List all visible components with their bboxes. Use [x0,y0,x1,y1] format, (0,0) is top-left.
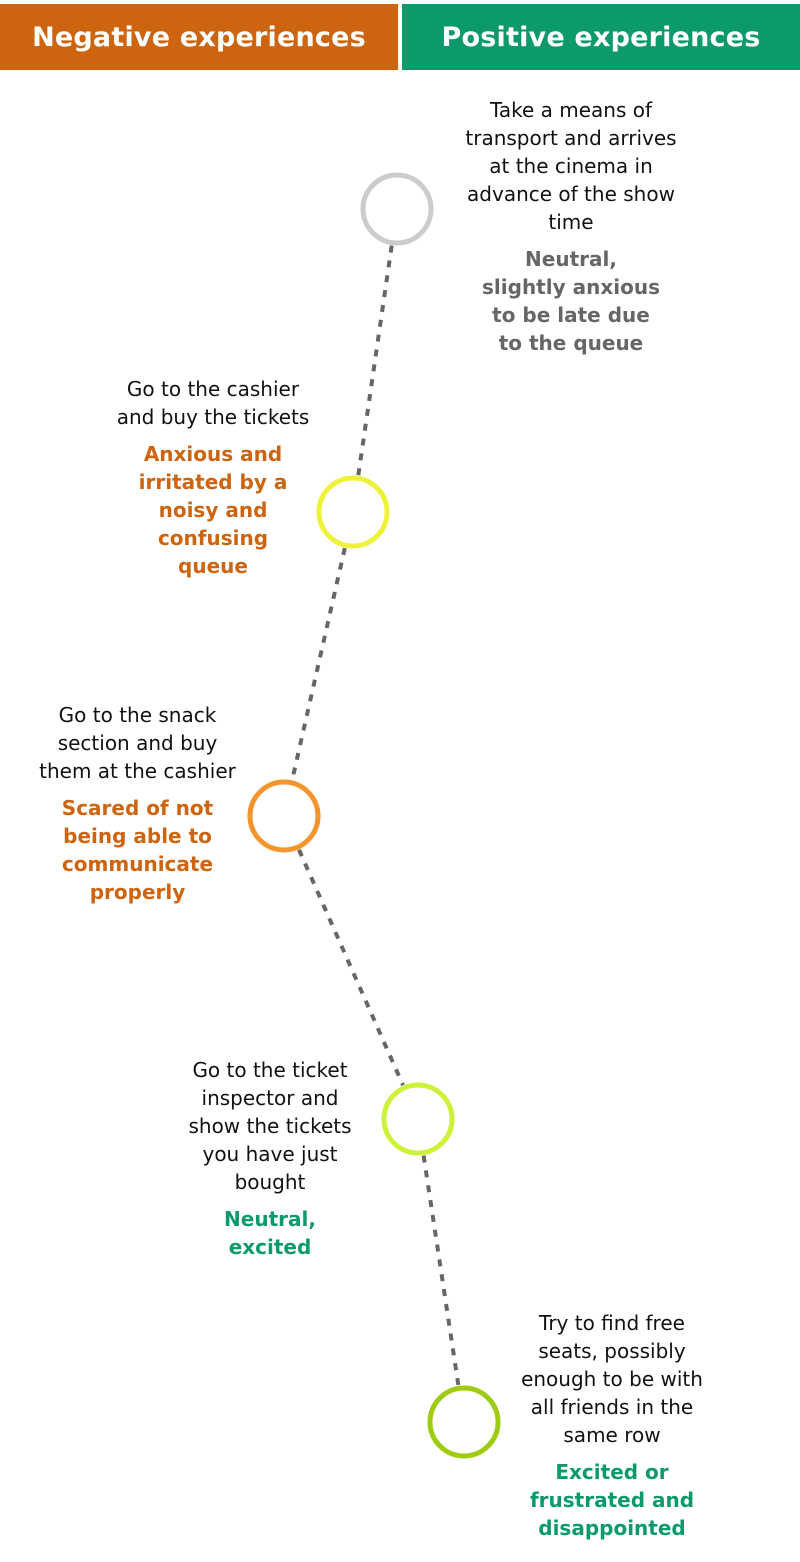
step-1: Take a means of transport and arrives at… [458,96,684,357]
step-marker [427,1385,501,1459]
positive-experiences-header: Positive experiences [402,4,800,70]
step-5: Try to find free seats, possibly enough … [518,1309,706,1542]
step-2: Go to the cashier and buy the tickets An… [108,375,318,580]
step-action: Go to the ticket inspector and show the … [188,1058,352,1194]
step-marker [360,172,434,246]
journey-connector [290,547,347,781]
step-3: Go to the snack section and buy them at … [30,701,245,906]
step-action: Go to the snack section and buy them at … [39,703,236,783]
step-action: Take a means of transport and arrives at… [465,98,677,234]
step-feeling: Scared of not being able to communicate … [61,796,214,904]
step-marker [247,779,321,853]
step-4: Go to the ticket inspector and show the … [182,1056,358,1261]
step-action: Try to find free seats, possibly enough … [521,1311,703,1447]
journey-connector [356,245,394,476]
step-marker [381,1082,455,1156]
journey-connector [297,848,405,1087]
step-feeling: Excited or frustrated and disappointed [529,1460,695,1540]
step-action: Go to the cashier and buy the tickets [116,377,310,429]
step-feeling: Anxious and irritated by a noisy and con… [138,442,288,578]
negative-experiences-label: Negative experiences [32,21,366,53]
step-feeling: Neutral, excited [224,1207,316,1259]
journey-connector [421,1155,461,1386]
positive-experiences-label: Positive experiences [441,21,761,53]
step-feeling: Neutral, slightly anxious to be late due… [482,247,660,355]
negative-experiences-header: Negative experiences [0,4,398,70]
step-marker [316,475,390,549]
